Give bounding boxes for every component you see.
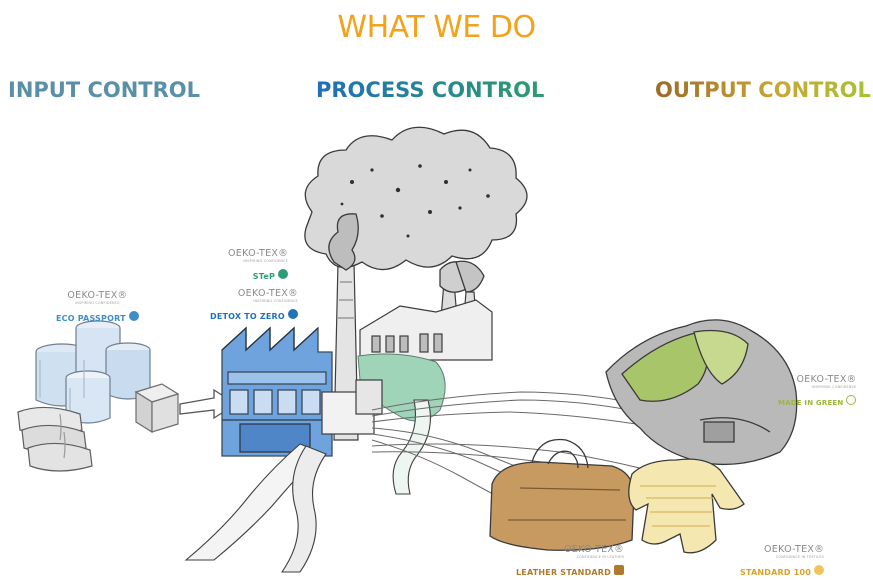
label-brand: OEKO-TEX® <box>564 544 625 555</box>
soot-dots <box>340 164 490 238</box>
label-tagline: CONFIDENCE IN LEATHER <box>576 555 625 559</box>
detox-to-zero-label[interactable]: OEKO-TEX® INSPIRING CONFIDENCE DETOX TO … <box>210 288 298 323</box>
label-tagline: INSPIRING CONFIDENCE <box>75 301 120 305</box>
label-brand: OEKO-TEX® <box>796 374 857 385</box>
label-product: ECO PASSPORT <box>56 314 126 323</box>
label-tagline: INSPIRING CONFIDENCE <box>253 299 298 303</box>
circle-badge-icon <box>814 564 825 575</box>
page-title: WHAT WE DO <box>337 10 536 45</box>
label-brand: OEKO-TEX® <box>237 288 298 299</box>
label-brand: OEKO-TEX® <box>67 290 128 301</box>
leather-standard-label[interactable]: OEKO-TEX® CONFIDENCE IN LEATHER LEATHER … <box>516 544 625 579</box>
made-in-green-label[interactable]: OEKO-TEX® INSPIRING CONFIDENCE MADE IN G… <box>778 374 857 409</box>
output-control-heading: OUTPUT CONTROL <box>655 78 871 102</box>
square-badge-icon <box>614 564 625 575</box>
label-tagline: INSPIRING CONFIDENCE <box>811 385 857 389</box>
jacket <box>605 319 798 466</box>
label-tagline: INSPIRING CONFIDENCE <box>243 259 289 263</box>
label-product: STANDARD 100 <box>740 568 812 577</box>
eco-passport-label[interactable]: OEKO-TEX® INSPIRING CONFIDENCE ECO PASSP… <box>56 290 139 325</box>
process-control-heading: PROCESS CONTROL <box>316 78 545 102</box>
raw-material-box <box>134 383 180 434</box>
label-brand: OEKO-TEX® <box>228 248 289 259</box>
label-product: LEATHER STANDARD <box>516 568 612 577</box>
smoke-cloud <box>304 126 528 293</box>
step-label[interactable]: OEKO-TEX® INSPIRING CONFIDENCE STeP <box>228 248 289 283</box>
water-stream <box>184 399 431 573</box>
drop-badge-icon <box>128 310 139 321</box>
input-control-heading: INPUT CONTROL <box>8 78 201 102</box>
label-brand: OEKO-TEX® <box>764 544 825 555</box>
process-factory <box>221 326 333 457</box>
drop-badge-icon <box>287 308 298 319</box>
label-product: MADE IN GREEN <box>778 399 844 407</box>
label-tagline: CONFIDENCE IN TEXTILES <box>775 555 825 559</box>
baby-romper <box>628 458 745 554</box>
leather-bag <box>489 438 635 551</box>
label-product: DETOX TO ZERO <box>210 312 285 321</box>
treatment-block <box>321 379 383 435</box>
standard-100-label[interactable]: OEKO-TEX® CONFIDENCE IN TEXTILES STANDAR… <box>740 544 825 579</box>
leaf-badge-icon <box>278 268 289 279</box>
circle-badge-icon <box>846 394 857 405</box>
label-product: STeP <box>252 272 276 281</box>
raw-material-barrels <box>35 320 151 424</box>
rear-factory <box>359 299 493 361</box>
raw-material-sacks <box>17 406 93 472</box>
